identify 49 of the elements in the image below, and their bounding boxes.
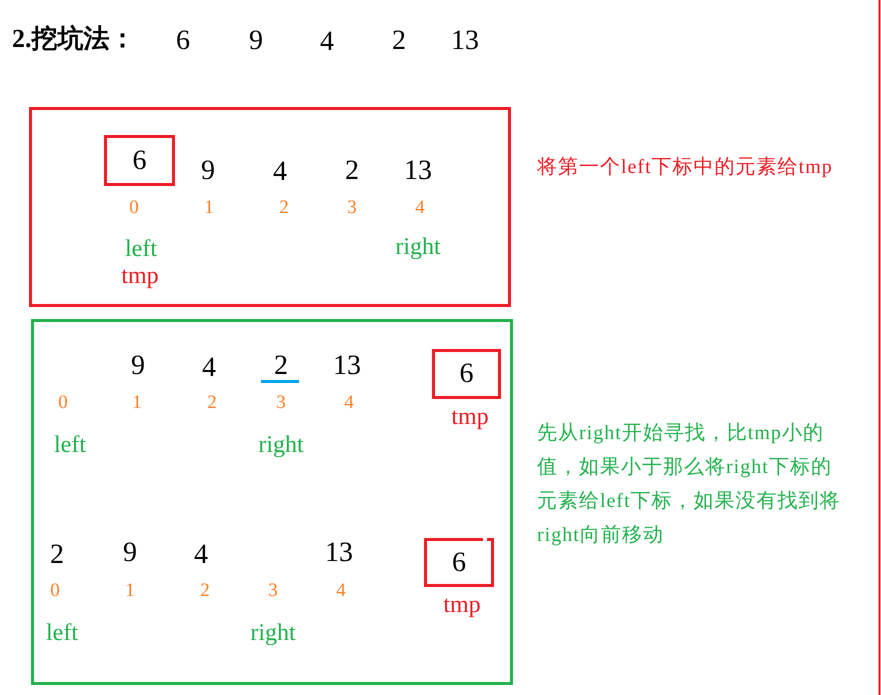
pointer-label: right	[395, 234, 441, 262]
variable-label: tmp	[451, 404, 489, 432]
array-value: 13	[451, 24, 479, 58]
variable-label: tmp	[443, 592, 481, 620]
pointer-label: left	[125, 236, 157, 264]
heading: 2.挖坑法：	[12, 24, 136, 54]
array-value: 6	[176, 24, 190, 58]
index-number: 0	[58, 392, 68, 414]
array-value: 13	[333, 350, 361, 382]
array-value: 6	[452, 546, 466, 579]
pointer-label: left	[46, 620, 78, 648]
array-value: 6	[460, 358, 474, 390]
array-value: 6	[132, 144, 146, 177]
index-number: 4	[415, 197, 425, 219]
array-value: 9	[131, 350, 145, 382]
array-value: 4	[273, 156, 287, 188]
index-number: 1	[125, 580, 135, 602]
index-number: 2	[200, 580, 210, 602]
array-value: 4	[194, 538, 208, 572]
index-number: 3	[268, 580, 278, 602]
array-value: 4	[202, 352, 216, 384]
index-number: 1	[204, 197, 214, 219]
panel-frame	[31, 319, 513, 685]
array-value: 2	[50, 538, 64, 572]
array-value: 2	[392, 24, 406, 58]
index-number: 3	[347, 197, 357, 219]
index-number: 4	[344, 392, 354, 414]
array-value: 9	[201, 154, 215, 188]
array-value: 13	[325, 536, 353, 570]
index-number: 0	[129, 197, 139, 219]
pointer-label: right	[258, 432, 304, 460]
pointer-label: left	[54, 432, 86, 460]
panel-frame	[29, 107, 511, 307]
array-value: 2	[345, 154, 359, 188]
note-text: 将第一个left下标中的元素给tmp	[537, 155, 834, 180]
array-value: 2	[274, 350, 288, 382]
variable-label: tmp	[121, 263, 159, 291]
array-value: 9	[123, 536, 137, 570]
note-text: 先从right开始寻找，比tmp小的值，如果小于那么将right下标的元素给left下标，如果没有找到将right向前移动	[537, 421, 842, 548]
index-number: 3	[276, 392, 286, 414]
index-number: 2	[279, 197, 289, 219]
index-number: 2	[207, 392, 217, 414]
array-value: 4	[320, 26, 334, 58]
array-value: 13	[404, 154, 432, 188]
index-number: 4	[336, 580, 346, 602]
index-number: 0	[50, 580, 60, 602]
index-number: 1	[132, 392, 142, 414]
array-value: 9	[249, 24, 263, 58]
pointer-label: right	[250, 620, 296, 648]
